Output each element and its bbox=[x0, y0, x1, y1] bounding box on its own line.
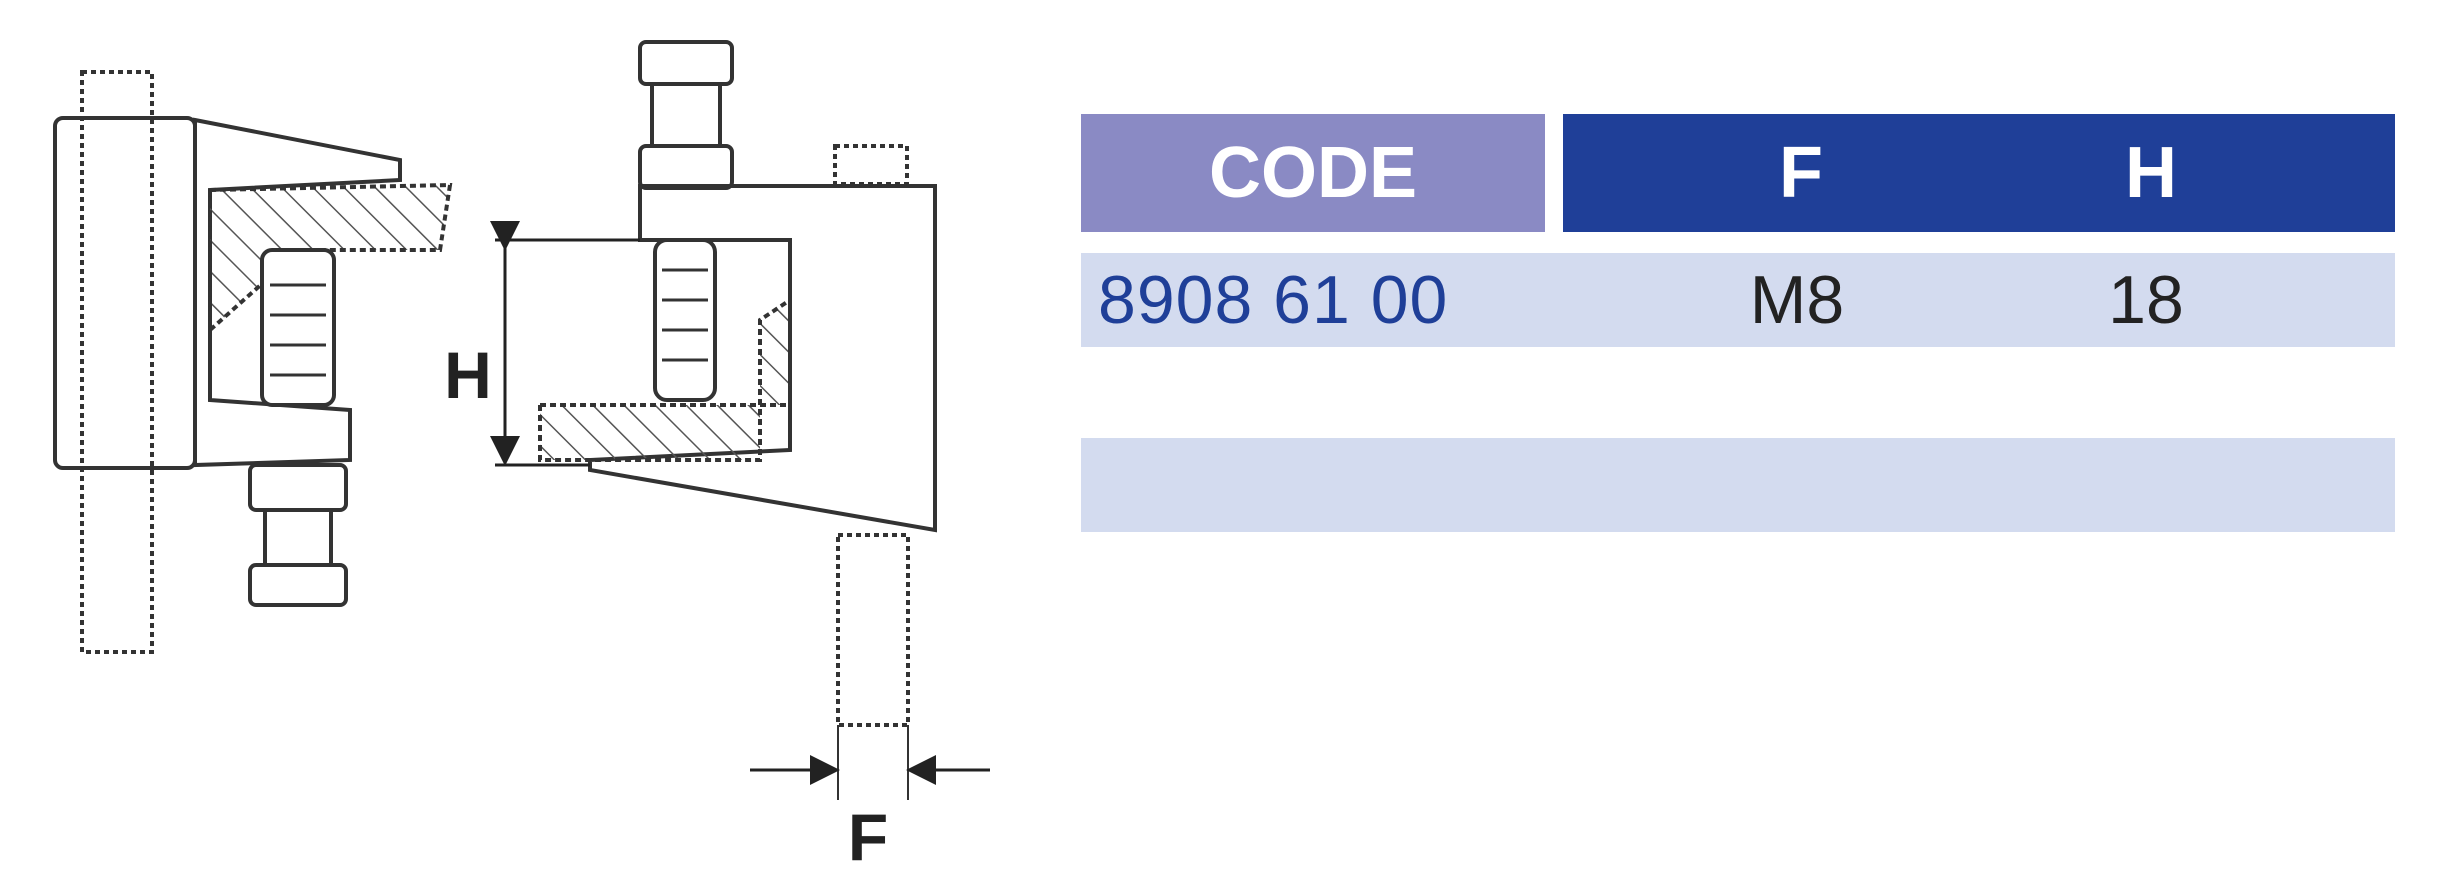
header-dimensions: F H bbox=[1563, 114, 2395, 232]
header-code: CODE bbox=[1081, 114, 1545, 232]
cell-h: 18 bbox=[2108, 262, 2184, 338]
cell-code: 8908 61 00 bbox=[1098, 262, 1449, 338]
cell-f: M8 bbox=[1749, 262, 1845, 338]
clamp-side-view bbox=[53, 70, 453, 654]
table-row: 8908 61 00 M8 18 bbox=[1081, 253, 2395, 347]
top-screw-shank bbox=[650, 82, 722, 148]
washer-lower bbox=[263, 508, 333, 567]
beam-clamp-drawing: H F bbox=[53, 40, 990, 874]
dimension-h-marker bbox=[490, 221, 640, 467]
header-code-label: CODE bbox=[1208, 133, 1418, 213]
nut-lower-2 bbox=[248, 563, 348, 607]
threaded-rod-front bbox=[836, 533, 910, 727]
beam-flange-section-left bbox=[208, 182, 453, 335]
set-screw-side bbox=[260, 248, 336, 407]
beam-flange-section-right bbox=[538, 296, 792, 462]
clamp-body-side bbox=[193, 117, 402, 468]
clamp-front-view bbox=[538, 40, 937, 800]
dimension-f-label: F bbox=[848, 800, 888, 874]
dimension-h-label: H bbox=[444, 338, 492, 412]
header-f-label: F bbox=[1779, 133, 1823, 213]
header-h-label: H bbox=[2125, 133, 2177, 213]
threaded-rod-side bbox=[80, 70, 154, 654]
table-row-empty bbox=[1081, 438, 2395, 532]
